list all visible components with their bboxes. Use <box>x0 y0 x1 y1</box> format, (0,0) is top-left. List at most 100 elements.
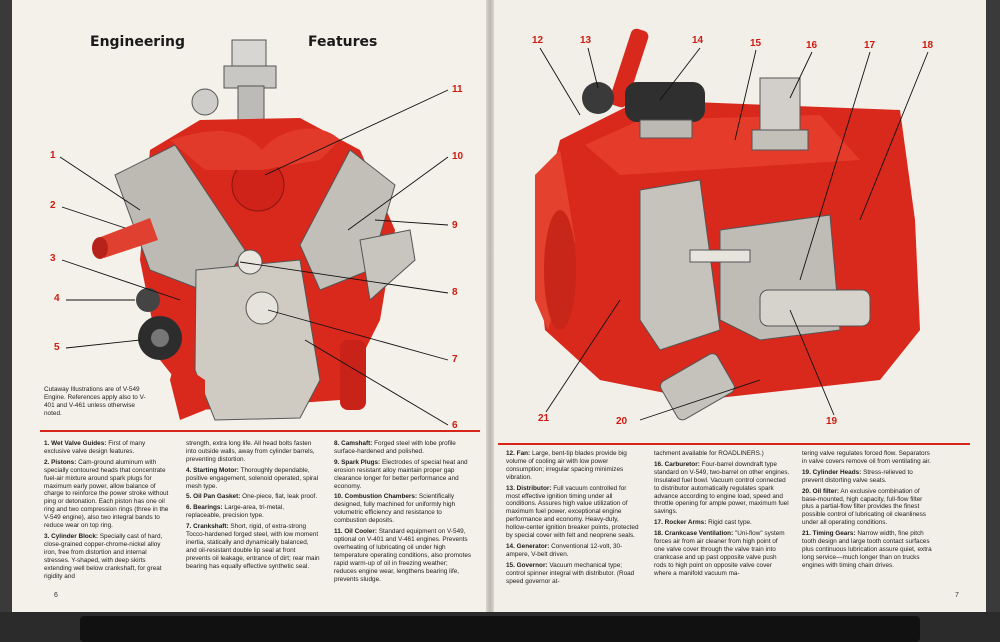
feature-entry: 12. Fan: Large, bent-tip blades provide … <box>506 450 640 482</box>
feature-text: "Uni-flow" system forces air from air cl… <box>654 530 785 577</box>
callout-10: 10 <box>452 151 464 162</box>
feature-number: 1. <box>44 440 50 447</box>
feature-number: 8. <box>334 440 340 447</box>
callout-12: 12 <box>532 35 544 46</box>
feature-entry: 13. Distributor: Full vacuum controlled … <box>506 485 640 540</box>
feature-text: Scientifically designed, fully machined … <box>334 493 456 525</box>
feature-text: strength, extra long life. All head bolt… <box>186 440 315 463</box>
callout-4: 4 <box>54 293 60 304</box>
callout-2: 2 <box>50 200 56 211</box>
callout-17: 17 <box>864 40 876 51</box>
feature-entry: 17. Rocker Arms: Rigid cast type. <box>654 519 790 527</box>
feature-number: 16. <box>654 460 663 468</box>
right-col-1: 12. Fan: Large, bent-tip blades provide … <box>506 450 640 589</box>
page-number-right: 7 <box>955 592 959 599</box>
page-number-left: 6 <box>54 592 58 599</box>
feature-entry: strength, extra long life. All head bolt… <box>186 440 320 464</box>
callout-18: 18 <box>922 40 934 51</box>
feature-number: 20. <box>802 487 811 495</box>
feature-title: Generator: <box>516 542 550 550</box>
feature-entry: 9. Spark Plugs: Electrodes of special he… <box>334 459 472 491</box>
right-red-rule <box>498 443 970 445</box>
feature-title: Camshaft: <box>341 440 373 447</box>
callout-3: 3 <box>50 253 56 264</box>
feature-number: 6. <box>186 504 192 512</box>
feature-number: 19. <box>802 468 811 476</box>
binder-shadow <box>80 616 920 642</box>
feature-title: Oil Pan Gasket: <box>193 493 241 501</box>
right-col-3: tering valve regulates forced flow. Sepa… <box>802 450 934 573</box>
feature-text: Stress-relieved to prevent distorting va… <box>802 468 913 484</box>
callout-13: 13 <box>580 35 592 46</box>
feature-text: Full vacuum controlled for most effectiv… <box>506 484 639 540</box>
feature-number: 11. <box>334 528 343 536</box>
callout-19: 19 <box>826 416 838 427</box>
feature-entry: tering valve regulates forced flow. Sepa… <box>802 450 934 466</box>
feature-entry: 7. Crankshaft: Short, rigid, of extra-st… <box>186 523 320 570</box>
feature-title: Rocker Arms: <box>664 519 707 527</box>
right-col-2: tachment available for ROADLINERS.) 16. … <box>654 450 790 581</box>
feature-title: Spark Plugs: <box>341 458 381 466</box>
feature-text: Cam-ground aluminum with specially conto… <box>44 458 169 530</box>
callout-5: 5 <box>54 342 60 353</box>
feature-text: One-piece, flat, leak proof. <box>242 493 318 501</box>
feature-entry: 15. Governor: Vacuum mechanical type; co… <box>506 562 640 586</box>
feature-entry: 21. Timing Gears: Narrow width, fine pit… <box>802 530 934 570</box>
feature-entry: 14. Generator: Conventional 12-volt, 30-… <box>506 543 640 559</box>
book-gutter <box>486 0 494 612</box>
feature-title: Wet Valve Guides: <box>51 440 107 447</box>
feature-entry: 2. Pistons: Cam-ground aluminum with spe… <box>44 459 172 530</box>
callout-11: 11 <box>452 84 463 95</box>
feature-entry: 3. Cylinder Block: Specially cast of har… <box>44 533 172 580</box>
feature-number: 14. <box>506 542 515 550</box>
feature-text: Four-barrel downdraft type standard on V… <box>654 460 790 516</box>
feature-entry: 1. Wet Valve Guides: First of many exclu… <box>44 440 172 456</box>
callout-21: 21 <box>538 413 550 424</box>
feature-title: Combustion Chambers: <box>344 493 418 501</box>
feature-text: tering valve regulates forced flow. Sepa… <box>802 450 931 465</box>
feature-text: Electrodes of special heat and erosion r… <box>334 458 468 490</box>
feature-text: Rigid cast type. <box>708 519 752 527</box>
feature-entry: tachment available for ROADLINERS.) <box>654 450 790 458</box>
callout-14: 14 <box>692 35 704 46</box>
feature-entry: 16. Carburetor: Four-barrel downdraft ty… <box>654 461 790 516</box>
feature-number: 13. <box>506 484 515 492</box>
left-col-1: 1. Wet Valve Guides: First of many exclu… <box>44 440 172 583</box>
feature-title: Crankcase Ventilation: <box>664 530 734 538</box>
feature-entry: 4. Starting Motor: Thoroughly dependable… <box>186 467 320 491</box>
inline-engine-cutaway-illustration <box>535 28 929 421</box>
feature-title: Cylinder Block: <box>51 532 99 540</box>
feature-number: 7. <box>186 523 192 531</box>
callout-6: 6 <box>452 420 458 431</box>
feature-text: Specially cast of hard, close-grained co… <box>44 532 163 580</box>
feature-text: Conventional 12-volt, 30-ampere, V-belt … <box>506 542 623 558</box>
v8-engine-cutaway-illustration <box>59 39 449 426</box>
feature-title: Governor: <box>516 561 548 569</box>
feature-title: Bearings: <box>193 504 223 512</box>
left-col-2: strength, extra long life. All head bolt… <box>186 440 320 574</box>
feature-entry: 18. Crankcase Ventilation: "Uni-flow" sy… <box>654 530 790 577</box>
feature-number: 21. <box>802 530 811 538</box>
feature-text: Vacuum mechanical type; control spinner … <box>506 561 635 585</box>
feature-text: Short, rigid, of extra-strong Tocco-hard… <box>186 523 320 570</box>
callout-9: 9 <box>452 220 458 231</box>
feature-title: Starting Motor: <box>193 466 239 474</box>
feature-text: tachment available for ROADLINERS.) <box>654 450 764 457</box>
feature-text: Narrow width, fine pitch tooth design an… <box>802 530 932 569</box>
feature-number: 3. <box>44 532 50 540</box>
feature-text: Large-area, tri-metal, replaceable, prec… <box>186 504 285 520</box>
feature-title: Timing Gears: <box>812 530 856 538</box>
left-col-3: 8. Camshaft: Forged steel with lobe prof… <box>334 440 472 586</box>
feature-title: Distributor: <box>516 484 552 492</box>
feature-entry: 20. Oil filter: An exclusive combination… <box>802 488 934 528</box>
feature-number: 4. <box>186 466 192 474</box>
left-red-rule <box>40 430 480 432</box>
feature-title: Fan: <box>516 450 531 457</box>
callout-20: 20 <box>616 416 628 427</box>
feature-entry: 11. Oil Cooler: Standard equipment on V-… <box>334 528 472 583</box>
feature-number: 10. <box>334 493 343 501</box>
feature-number: 17. <box>654 519 663 527</box>
callout-1: 1 <box>50 150 56 161</box>
feature-entry: 8. Camshaft: Forged steel with lobe prof… <box>334 440 472 456</box>
feature-entry: 5. Oil Pan Gasket: One-piece, flat, leak… <box>186 493 320 501</box>
